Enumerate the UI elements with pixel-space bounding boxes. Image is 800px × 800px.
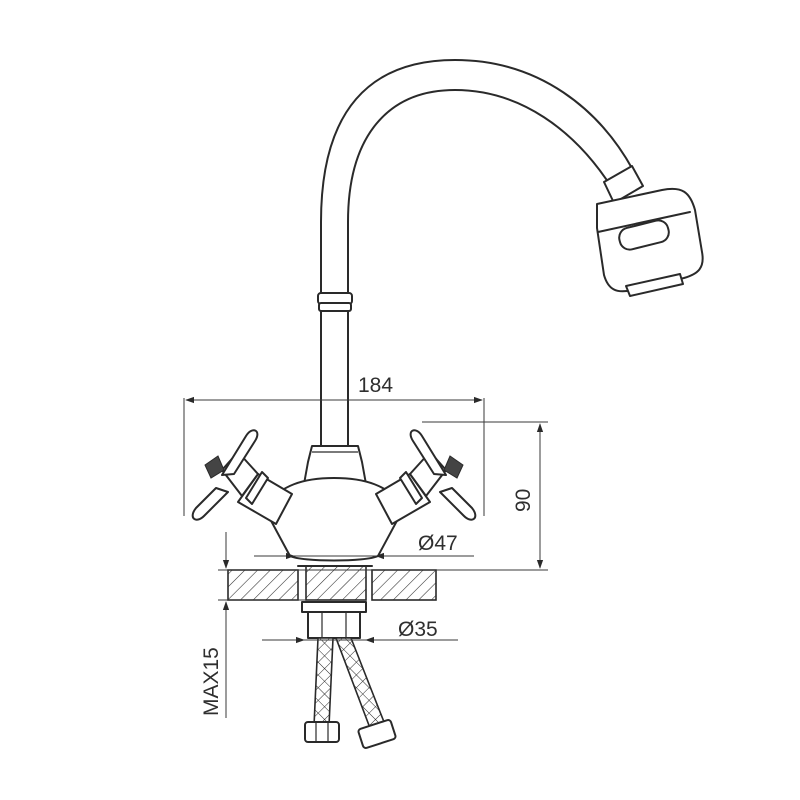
flexible-spout	[317, 59, 634, 447]
right-valve-handle	[375, 429, 477, 525]
mounting-nut	[301, 601, 367, 639]
dim-label-base-diameter: Ø47	[418, 532, 458, 555]
dim-label-mount-diameter: Ø35	[398, 618, 438, 641]
dim-label-height: 90	[512, 489, 535, 512]
mixer-body	[261, 445, 407, 562]
dim-label-max-thickness: MAX15	[200, 647, 223, 716]
dim-label-width: 184	[358, 374, 393, 397]
countertop-section	[227, 565, 437, 601]
aerator-head	[596, 165, 704, 297]
braided-hoses	[304, 637, 397, 749]
left-valve-handle	[191, 429, 293, 525]
dimension-lines	[183, 396, 548, 718]
